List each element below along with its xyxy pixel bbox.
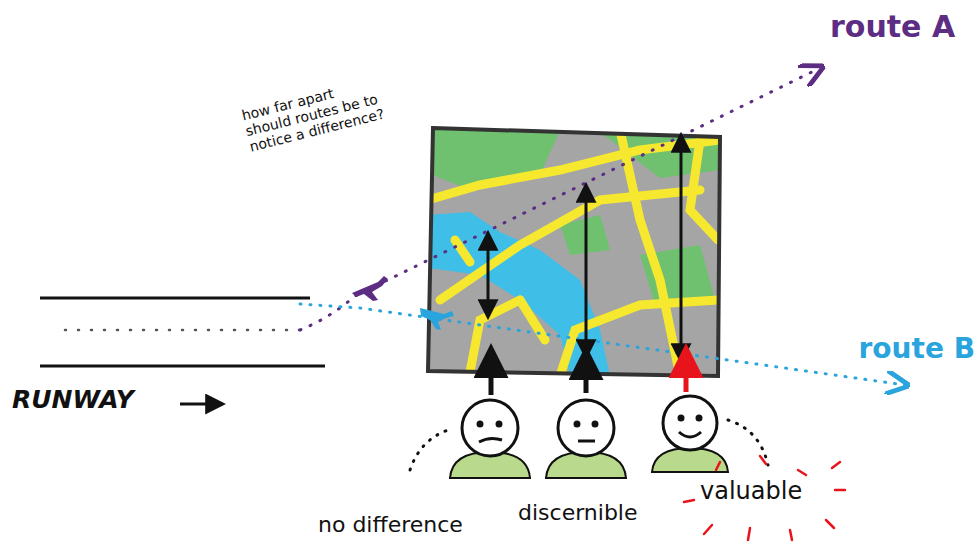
pointer-arrow <box>684 350 689 392</box>
plane <box>420 308 454 330</box>
plane <box>352 276 388 301</box>
person <box>450 400 530 478</box>
separation-arrows <box>488 136 681 360</box>
dotted-arc <box>728 420 768 465</box>
route-label: route B <box>859 333 975 365</box>
pointer-arrow <box>489 350 494 395</box>
route-label: route A <box>830 10 955 45</box>
sparkle <box>684 456 845 540</box>
pointer-arrow <box>584 352 589 393</box>
person-caption: no difference <box>318 512 463 537</box>
route-b-path <box>300 304 905 385</box>
question-note: how far apart should routes be to notice… <box>240 74 388 155</box>
person <box>546 400 626 478</box>
person-caption: discernible <box>518 500 638 525</box>
map <box>420 120 730 390</box>
runway-label: RUNWAY <box>12 386 134 415</box>
dotted-arc <box>410 430 448 470</box>
person <box>652 396 728 472</box>
person-caption: valuable <box>700 478 802 506</box>
map-frame <box>428 128 720 376</box>
